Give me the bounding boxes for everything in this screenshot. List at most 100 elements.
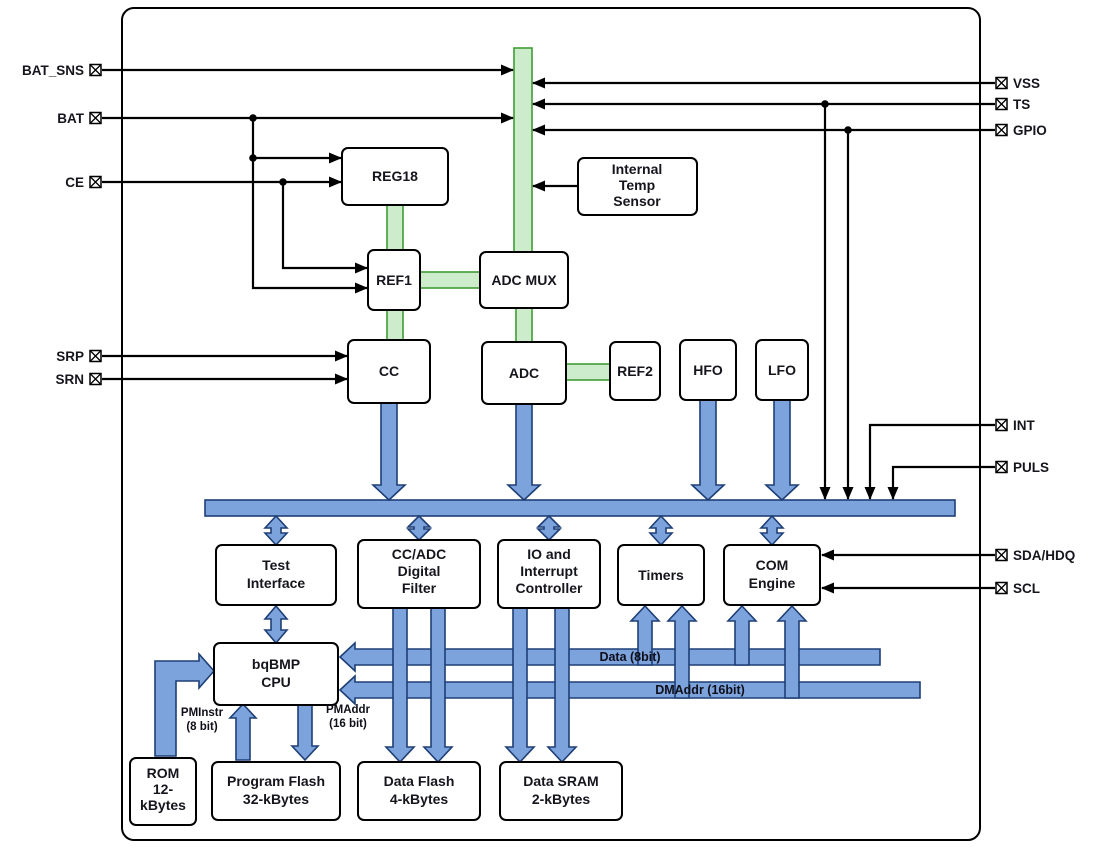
data-bus-label: Data (8bit) — [599, 650, 660, 664]
pin-label-scl: SCL — [1013, 581, 1040, 596]
pad-x-icon — [995, 98, 1008, 110]
rom-cpu-arrow — [154, 651, 216, 757]
wire-int-bus — [864, 423, 995, 500]
pin-label-int: INT — [1013, 418, 1036, 433]
pin-gpio: GPIO — [995, 123, 1047, 138]
junction-dot — [279, 178, 287, 186]
pin-sda-hdq: SDA/HDQ — [995, 548, 1075, 563]
green-ref1-adcmux — [417, 271, 483, 289]
green-bus-vertical — [513, 47, 533, 254]
filter-dataflash-arrow-1 — [384, 606, 416, 764]
temp-sensor-label-1: Internal — [612, 161, 663, 177]
pin-label-srp: SRP — [56, 349, 84, 364]
filter-bus-arrow — [406, 514, 432, 542]
block-timers — [617, 544, 705, 606]
pins-left: BAT_SNS BAT CE SRP SRN — [22, 63, 102, 387]
timers-dmaddr-arrow — [666, 604, 698, 699]
block-adc-mux — [479, 251, 569, 309]
wire-puls-bus — [887, 465, 995, 500]
adc-label: ADC — [509, 365, 539, 381]
wire-ce-ref1 — [281, 182, 368, 274]
com-engine-label-2: Engine — [749, 575, 796, 591]
pad-x-icon — [995, 124, 1008, 136]
block-io-interrupt — [497, 539, 601, 609]
rom-label-1: ROM — [147, 765, 180, 781]
adc-mux-label: ADC MUX — [491, 272, 557, 288]
pin-srp: SRP — [56, 349, 102, 364]
test-interface-label-1: Test — [262, 557, 290, 573]
rom-label-2: 12- — [153, 781, 174, 797]
wires — [102, 64, 995, 594]
pad-x-icon — [995, 461, 1008, 473]
dmaddr-bus-label: DMAddr (16bit) — [655, 683, 745, 697]
pin-bat: BAT — [57, 111, 102, 126]
data-flash-label-2: 4-kBytes — [390, 791, 449, 807]
timers-label: Timers — [638, 567, 684, 583]
pins-right: VSS TS GPIO INT PULS SDA/HDQ — [995, 76, 1075, 596]
junction-dot — [844, 126, 852, 134]
io-interrupt-label-1: IO and — [527, 546, 571, 562]
pad-x-icon — [995, 419, 1008, 431]
cc-adc-filter-label-3: Filter — [402, 580, 437, 596]
block-program-flash — [211, 761, 341, 821]
pin-label-ts: TS — [1013, 97, 1030, 112]
com-bus-arrow — [759, 514, 785, 547]
pad-x-icon — [995, 77, 1008, 89]
ref1-label: REF1 — [376, 272, 412, 288]
lfo-bus-arrow — [763, 398, 801, 502]
wire-bat-ref1 — [251, 118, 368, 294]
pin-vss: VSS — [995, 76, 1040, 91]
pminstr-label-2: (8 bit) — [186, 721, 217, 733]
cc-label: CC — [379, 363, 399, 379]
data-sram-label-1: Data SRAM — [523, 773, 598, 789]
com-data-arrow — [726, 604, 758, 666]
green-adcmux-adc — [515, 305, 533, 345]
hfo-bus-arrow — [689, 398, 727, 502]
pin-srn: SRN — [55, 372, 102, 387]
block-ref2 — [609, 341, 661, 401]
pad-x-icon — [89, 176, 102, 188]
green-buses — [386, 47, 613, 381]
program-flash-label-2: 32-kBytes — [243, 791, 309, 807]
pin-label-sda-hdq: SDA/HDQ — [1013, 548, 1075, 563]
cc-bus-arrow — [370, 401, 408, 502]
com-dmaddr-arrow — [776, 604, 808, 699]
data-sram-label-2: 2-kBytes — [532, 791, 591, 807]
block-lfo — [755, 339, 809, 401]
block-adc — [481, 341, 567, 405]
bus-labels: Data (8bit) DMAddr (16bit) PMInstr (8 bi… — [181, 650, 745, 733]
cpu-label-1: bqBMP — [252, 656, 300, 672]
io-datasram-arrow-1 — [504, 606, 536, 764]
green-reg18-ref1 — [386, 202, 404, 253]
pad-x-icon — [89, 64, 102, 76]
pminstr-arrow — [228, 702, 258, 761]
testif-cpu-arrow — [263, 604, 289, 645]
pin-ts: TS — [995, 97, 1030, 112]
block-reg18 — [341, 147, 449, 206]
block-cc — [347, 339, 431, 404]
pmaddr-label-1: PMAddr — [326, 704, 371, 716]
pmaddr-label-2: (16 bit) — [329, 718, 367, 730]
testif-bus-arrow — [263, 514, 289, 547]
pin-label-bat: BAT — [57, 111, 84, 126]
green-ref1-cc — [386, 307, 404, 343]
pin-label-srn: SRN — [55, 372, 84, 387]
adc-bus-arrow — [505, 402, 543, 502]
reg18-label: REG18 — [372, 168, 418, 184]
ref2-label: REF2 — [617, 363, 653, 379]
pad-x-icon — [995, 549, 1008, 561]
block-ref1 — [367, 249, 421, 311]
timers-bus-arrow — [648, 514, 674, 547]
block-cc-adc-filter — [357, 539, 481, 609]
pin-label-gpio: GPIO — [1013, 123, 1047, 138]
lfo-label: LFO — [768, 362, 796, 378]
junction-dot — [821, 100, 829, 108]
block-data-flash — [357, 761, 481, 821]
block-temp-sensor — [577, 157, 698, 216]
pad-x-icon — [89, 350, 102, 362]
block-hfo — [679, 339, 737, 401]
cc-adc-filter-label-2: Digital — [398, 563, 441, 579]
pin-bat-sns: BAT_SNS — [22, 63, 102, 78]
